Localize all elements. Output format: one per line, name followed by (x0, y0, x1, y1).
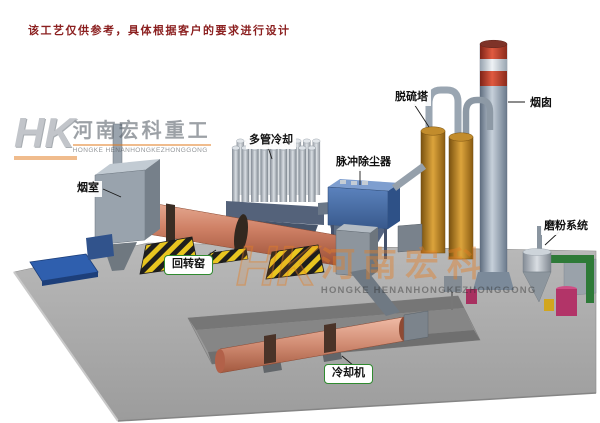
kiln-tyre-ring (166, 203, 175, 243)
dust-collector-body (327, 186, 389, 230)
tower-2 (448, 136, 474, 260)
cooling-machine-ring (264, 334, 276, 364)
disclaimer-text: 该工艺仅供参考，具体根据客户的要求进行设计 (28, 25, 291, 37)
cooling-machine-ring (324, 323, 336, 353)
tower-1 (420, 130, 446, 254)
label-multi-tube-cooler: 多管冷却 (246, 133, 296, 149)
chimney-white-band (480, 59, 507, 71)
label-grinding-system: 磨粉系统 (541, 219, 591, 235)
smoke-chamber (86, 123, 160, 271)
cooling-machine (215, 310, 429, 374)
label-smoke-chamber: 烟室 (74, 181, 102, 197)
callout-smoke-chamber (102, 188, 122, 198)
label-pulse-dust-collector: 脉冲除尘器 (333, 155, 394, 171)
cooling-machine-drive (403, 310, 429, 342)
feeder-box (86, 234, 114, 260)
mill-green-pipe-v (586, 255, 594, 303)
kiln-pier-2 (265, 244, 325, 280)
chimney (473, 39, 514, 290)
fan-unit (397, 223, 423, 253)
chimney-base (473, 272, 514, 290)
discharge-chute (350, 269, 400, 316)
label-desulfurization-tower: 脱硫塔 (392, 90, 431, 106)
chimney-red-band-top (480, 44, 507, 59)
label-cooling-machine: 冷却机 (324, 364, 373, 384)
auxiliary-equipment (444, 276, 477, 310)
mill-magenta-unit (556, 289, 577, 316)
chimney-red-band-lower (480, 71, 507, 86)
mill-green-pipe-h (551, 255, 593, 263)
cooler-frame (226, 201, 324, 225)
tower-arch-duct-2 (462, 96, 494, 137)
label-rotary-kiln: 回转窑 (164, 255, 213, 275)
mill-yellow-unit (544, 299, 554, 311)
smoke-chamber-body (94, 169, 146, 246)
callout-multi-tube-cooler (267, 146, 273, 160)
cyclone-cone (522, 271, 552, 303)
grinding-system (522, 226, 597, 316)
desulfurization-towers (420, 86, 494, 260)
callout-tower (413, 103, 430, 128)
water-pool (29, 253, 99, 286)
label-chimney: 烟囱 (527, 96, 555, 112)
mill-riser-pipe (537, 226, 542, 254)
kiln-girth-gear (233, 214, 249, 254)
